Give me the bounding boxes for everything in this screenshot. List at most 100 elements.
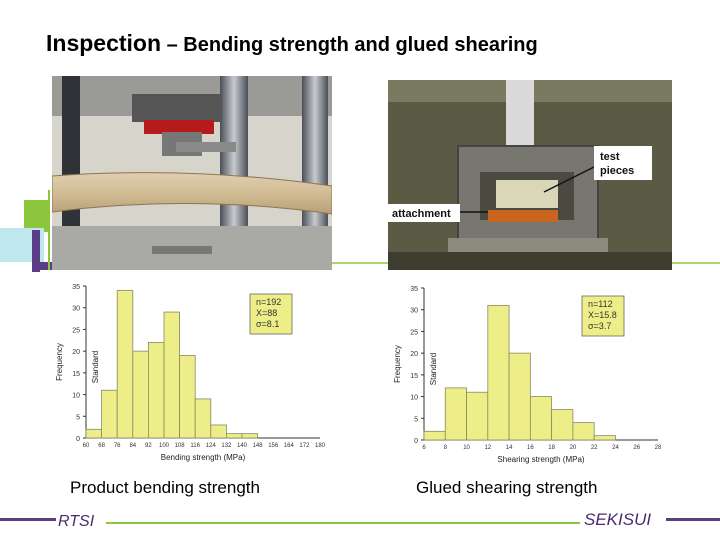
stats-text: n=112: [588, 299, 613, 309]
y-tick-label: 10: [410, 395, 418, 402]
x-tick-label: 124: [206, 443, 217, 449]
x-tick-label: 76: [114, 443, 121, 449]
x-tick-label: 100: [159, 443, 170, 449]
footer-line-left: [0, 518, 56, 521]
x-tick-label: 164: [284, 443, 295, 449]
y-tick-label: 25: [72, 327, 80, 334]
y-tick-label: 15: [410, 373, 418, 380]
x-axis-label: Bending strength (MPa): [161, 453, 246, 462]
histogram-bar: [194, 398, 212, 439]
green-vertical-line: [48, 190, 50, 270]
green-accent-square: [24, 200, 50, 232]
x-tick-label: 172: [299, 443, 310, 449]
histogram-bar: [572, 422, 595, 441]
y-tick-label: 30: [72, 306, 80, 313]
footer-sekisui: SEKISUI: [584, 510, 652, 529]
y-axis-label-standard: Standard: [91, 351, 100, 383]
stats-text: σ=8.1: [256, 319, 279, 329]
x-tick-label: 12: [484, 445, 491, 451]
x-tick-label: 22: [591, 445, 598, 451]
x-tick-label: 60: [83, 443, 90, 449]
shear-test-photo: test pieces attachment: [388, 80, 672, 270]
y-tick-label: 0: [76, 436, 80, 443]
bending-test-illustration: [52, 76, 332, 270]
footer-line-right: [666, 518, 720, 521]
y-tick-label: 15: [72, 371, 80, 378]
histogram-bar: [148, 342, 165, 439]
y-tick-label: 20: [72, 349, 80, 356]
x-tick-label: 26: [633, 445, 640, 451]
x-tick-label: 28: [655, 445, 662, 451]
bending-test-photo: [52, 76, 332, 270]
y-axis-label: Frequency: [393, 345, 402, 383]
x-tick-label: 84: [129, 443, 136, 449]
x-tick-label: 8: [444, 445, 448, 451]
histogram-bar: [101, 389, 118, 439]
test-pieces-label-2: pieces: [600, 165, 634, 177]
y-tick-label: 10: [72, 393, 80, 400]
shearing-strength-histogram: 0 5 10 15 20 25 30 35 6 8 10 12 14 16 18 20 22 24 26 28Shea…: [393, 286, 662, 464]
histogram-bar: [132, 350, 149, 439]
y-tick-label: 30: [410, 308, 418, 315]
stats-box: [581, 295, 625, 337]
histogram-bar: [241, 433, 259, 439]
y-tick-label: 35: [72, 284, 80, 291]
histogram-bar: [487, 304, 510, 441]
histogram-bar: [423, 430, 446, 441]
histogram-bar: [529, 396, 553, 441]
x-axis-label: Shearing strength (MPa): [497, 455, 584, 464]
x-tick-label: 6: [422, 445, 426, 451]
bending-strength-chart: 0 5 10 15 20 25 30 35 60 68 76 84 92 100 108 116 124 132 1…: [50, 278, 332, 470]
x-tick-label: 10: [463, 445, 470, 451]
histogram-bar: [593, 435, 616, 441]
histogram-bar: [508, 352, 531, 441]
stats-text: n=192: [256, 297, 281, 307]
shear-test-illustration: test pieces attachment: [388, 80, 672, 270]
x-tick-label: 132: [221, 443, 232, 449]
caption-glued-shearing: Glued shearing strength: [416, 478, 598, 497]
x-tick-label: 18: [548, 445, 555, 451]
y-tick-label: 5: [414, 416, 418, 423]
bending-strength-histogram: 0 5 10 15 20 25 30 35 60 68 76 84 92 100 108 116 124 132 1…: [55, 284, 326, 462]
x-tick-label: 140: [237, 443, 248, 449]
histogram-bar: [85, 428, 103, 439]
stats-box: [249, 293, 293, 335]
stats-text: σ=3.7: [588, 321, 611, 331]
y-tick-label: 5: [76, 414, 80, 421]
x-tick-label: 16: [527, 445, 534, 451]
histogram-bar: [466, 391, 489, 441]
x-tick-label: 180: [315, 443, 326, 449]
purple-vertical-accent: [32, 230, 40, 272]
x-tick-label: 156: [268, 443, 279, 449]
slide-title-main: Inspection: [46, 30, 162, 56]
histogram-bar: [551, 409, 574, 441]
y-tick-label: 25: [410, 329, 418, 336]
histogram-bar: [116, 289, 134, 439]
stats-text: X=88: [256, 308, 277, 318]
histogram-bar: [225, 433, 243, 439]
y-axis-label-standard: Standard: [429, 353, 438, 385]
x-tick-label: 148: [253, 443, 264, 449]
histogram-bar: [210, 424, 227, 439]
y-tick-label: 0: [414, 438, 418, 445]
footer-rtsi: RTSI: [58, 513, 95, 530]
y-tick-label: 35: [410, 286, 418, 293]
x-tick-label: 14: [506, 445, 513, 451]
histogram-bar: [163, 311, 181, 439]
x-tick-label: 108: [175, 443, 186, 449]
x-tick-label: 20: [570, 445, 577, 451]
test-pieces-label-1: test: [600, 151, 620, 163]
x-tick-label: 24: [612, 445, 619, 451]
histogram-bar: [444, 387, 467, 441]
histogram-bar: [179, 355, 196, 439]
y-tick-label: 20: [410, 351, 418, 358]
x-tick-label: 116: [190, 443, 200, 449]
x-tick-label: 92: [145, 443, 152, 449]
attachment-label: attachment: [392, 208, 451, 220]
caption-product-bending: Product bending strength: [70, 478, 260, 497]
x-tick-label: 68: [98, 443, 105, 449]
stats-text: X=15.8: [588, 310, 617, 320]
slide-title-sub: – Bending strength and glued shearing: [161, 34, 538, 56]
slide-title: Inspection – Bending strength and glued …: [46, 30, 538, 57]
